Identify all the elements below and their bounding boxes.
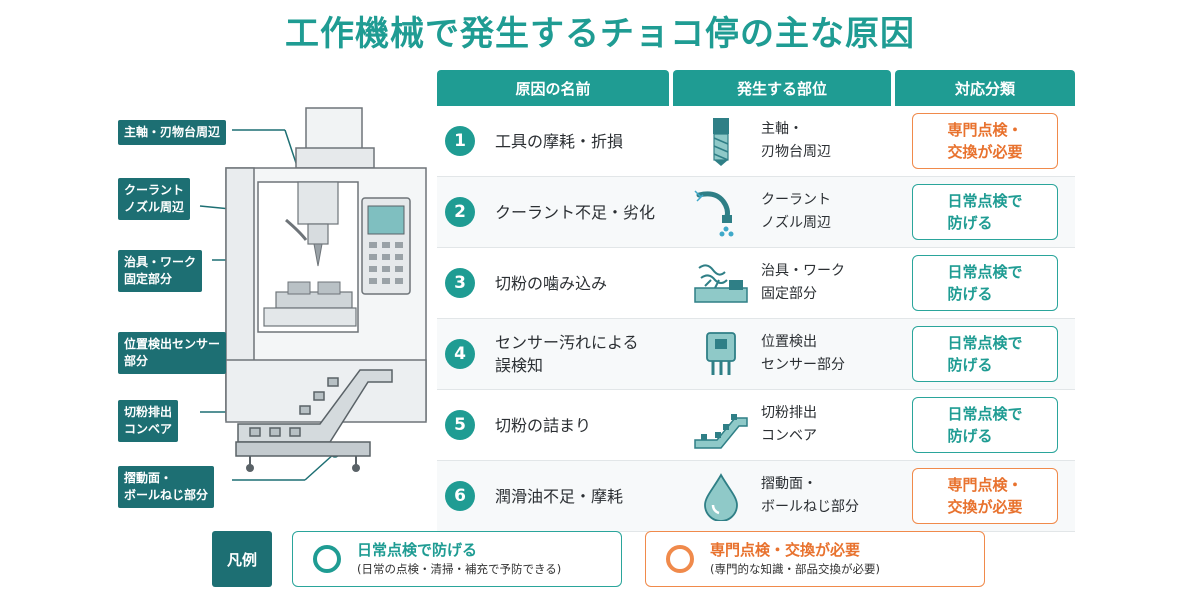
row-number-badge: 5 <box>445 410 475 440</box>
row-number-badge: 4 <box>445 339 475 369</box>
machining-center-drawing <box>199 107 427 481</box>
classification-cell: 専門点検・ 交換が必要 <box>895 106 1075 176</box>
table-row: 4 センサー汚れによる 誤検知 位置検出 センサー部分 日常点検で 防げる <box>437 319 1075 390</box>
orange-circle-icon <box>666 545 694 573</box>
location-cell: クーラント ノズル周辺 <box>673 177 891 247</box>
callout-label: クーラント ノズル周辺 <box>124 183 185 214</box>
header-location: 発生する部位 <box>673 70 891 106</box>
cause-name: 工具の摩耗・折損 <box>495 131 624 151</box>
action-badge-professional: 専門点検・ 交換が必要 <box>912 113 1058 169</box>
location-cell: 主軸・ 刃物台周辺 <box>673 106 891 176</box>
teal-circle-icon <box>313 545 341 573</box>
cause-name: センサー汚れによる 誤検知 <box>495 333 639 375</box>
table-row: 5 切粉の詰まり 切粉排出 コンベア 日常点検で 防げる <box>437 390 1075 461</box>
location-text: クーラント ノズル周辺 <box>761 192 831 231</box>
classification-cell: 専門点検・ 交換が必要 <box>895 461 1075 531</box>
cause-cell: 3 切粉の噛み込み <box>437 248 669 318</box>
legend-professional-text: 専門点検・交換が必要 (専門的な知識・部品交換が必要) <box>710 540 880 578</box>
cause-table: 原因の名前 発生する部位 対応分類 1 工具の摩耗・折損 主軸・ 刃物台周辺 専… <box>437 70 1075 532</box>
legend-label: 凡例 <box>212 531 272 587</box>
callout-label: 位置検出センサー 部分 <box>124 337 221 368</box>
legend-daily-description: (日常の点検・清掃・補充で予防できる) <box>357 562 562 576</box>
cause-cell: 2 クーラント不足・劣化 <box>437 177 669 247</box>
row-number-badge: 3 <box>445 268 475 298</box>
header-classification: 対応分類 <box>895 70 1075 106</box>
callout-label: 主軸・刃物台周辺 <box>124 125 221 139</box>
classification-cell: 日常点検で 防げる <box>895 177 1075 247</box>
cause-name: 切粉の詰まり <box>495 415 592 435</box>
location-text: 治具・ワーク 固定部分 <box>761 263 845 302</box>
legend-professional-description: (専門的な知識・部品交換が必要) <box>710 562 880 576</box>
header-cause-name: 原因の名前 <box>437 70 669 106</box>
row-number-badge: 2 <box>445 197 475 227</box>
action-badge-daily: 日常点検で 防げる <box>912 255 1058 311</box>
chip-jam-icon <box>694 264 748 303</box>
callout-label: 治具・ワーク 固定部分 <box>124 255 197 286</box>
cause-cell: 6 潤滑油不足・摩耗 <box>437 461 669 531</box>
classification-cell: 日常点検で 防げる <box>895 390 1075 460</box>
table-row: 6 潤滑油不足・摩耗 摺動面・ ボールねじ部分 専門点検・ 交換が必要 <box>437 461 1075 532</box>
location-cell: 摺動面・ ボールねじ部分 <box>673 461 891 531</box>
location-text: 位置検出 センサー部分 <box>761 334 845 373</box>
row-number-badge: 6 <box>445 481 475 511</box>
action-badge-daily: 日常点検で 防げる <box>912 397 1058 453</box>
machine-illustration: 主軸・刃物台周辺 クーラント ノズル周辺 治具・ワーク 固定部分 位置検出センサ… <box>0 70 440 510</box>
callout-label: 切粉排出 コンベア <box>124 405 173 436</box>
table-row: 3 切粉の噛み込み 治具・ワーク 固定部分 日常点検で 防げる <box>437 248 1075 319</box>
classification-cell: 日常点検で 防げる <box>895 319 1075 389</box>
location-text: 主軸・ 刃物台周辺 <box>761 121 831 160</box>
callout-coolant-nozzle: クーラント ノズル周辺 <box>118 178 191 220</box>
sensor-icon <box>706 332 736 375</box>
table-header: 原因の名前 発生する部位 対応分類 <box>437 70 1075 106</box>
action-badge-daily: 日常点検で 防げる <box>912 326 1058 382</box>
legend-professional-title: 専門点検・交換が必要 <box>710 541 861 559</box>
row-number-badge: 1 <box>445 126 475 156</box>
location-text: 摺動面・ ボールねじ部分 <box>761 476 859 515</box>
legend-daily-text: 日常点検で防げる (日常の点検・清掃・補充で予防できる) <box>357 540 561 578</box>
legend-daily: 日常点検で防げる (日常の点検・清掃・補充で予防できる) <box>292 531 622 587</box>
callout-fixture: 治具・ワーク 固定部分 <box>118 250 203 292</box>
table-row: 2 クーラント不足・劣化 クーラント ノズル周辺 日常点検で 防げる <box>437 177 1075 248</box>
classification-cell: 日常点検で 防げる <box>895 248 1075 318</box>
coolant-nozzle-icon <box>694 190 734 237</box>
table-row: 1 工具の摩耗・折損 主軸・ 刃物台周辺 専門点検・ 交換が必要 <box>437 106 1075 177</box>
location-cell: 切粉排出 コンベア <box>673 390 891 460</box>
table-body: 1 工具の摩耗・折損 主軸・ 刃物台周辺 専門点検・ 交換が必要 2 クーラント… <box>437 106 1075 532</box>
callout-chip-conveyor: 切粉排出 コンベア <box>118 400 179 442</box>
cause-cell: 1 工具の摩耗・折損 <box>437 106 669 176</box>
cause-cell: 4 センサー汚れによる 誤検知 <box>437 319 669 389</box>
legend-professional: 専門点検・交換が必要 (専門的な知識・部品交換が必要) <box>645 531 985 587</box>
page-title: 工作機械で発生するチョコ停の主な原因 <box>285 14 915 54</box>
callout-spindle: 主軸・刃物台周辺 <box>118 120 227 145</box>
action-badge-professional: 専門点検・ 交換が必要 <box>912 468 1058 524</box>
cause-name: 潤滑油不足・摩耗 <box>495 486 624 506</box>
oil-drop-icon <box>704 473 738 521</box>
action-badge-daily: 日常点検で 防げる <box>912 184 1058 240</box>
callout-position-sensor: 位置検出センサー 部分 <box>118 332 227 374</box>
cause-name: クーラント不足・劣化 <box>495 202 656 222</box>
conveyor-icon <box>694 414 748 449</box>
location-cell: 位置検出 センサー部分 <box>673 319 891 389</box>
callout-ballscrew: 摺動面・ ボールねじ部分 <box>118 466 215 508</box>
location-cell: 治具・ワーク 固定部分 <box>673 248 891 318</box>
legend-daily-title: 日常点検で防げる <box>357 541 478 559</box>
location-text: 切粉排出 コンベア <box>761 405 817 444</box>
cause-cell: 5 切粉の詰まり <box>437 390 669 460</box>
end-mill-icon <box>713 118 729 166</box>
cause-name: 切粉の噛み込み <box>495 273 608 293</box>
callout-label: 摺動面・ ボールねじ部分 <box>124 471 209 502</box>
